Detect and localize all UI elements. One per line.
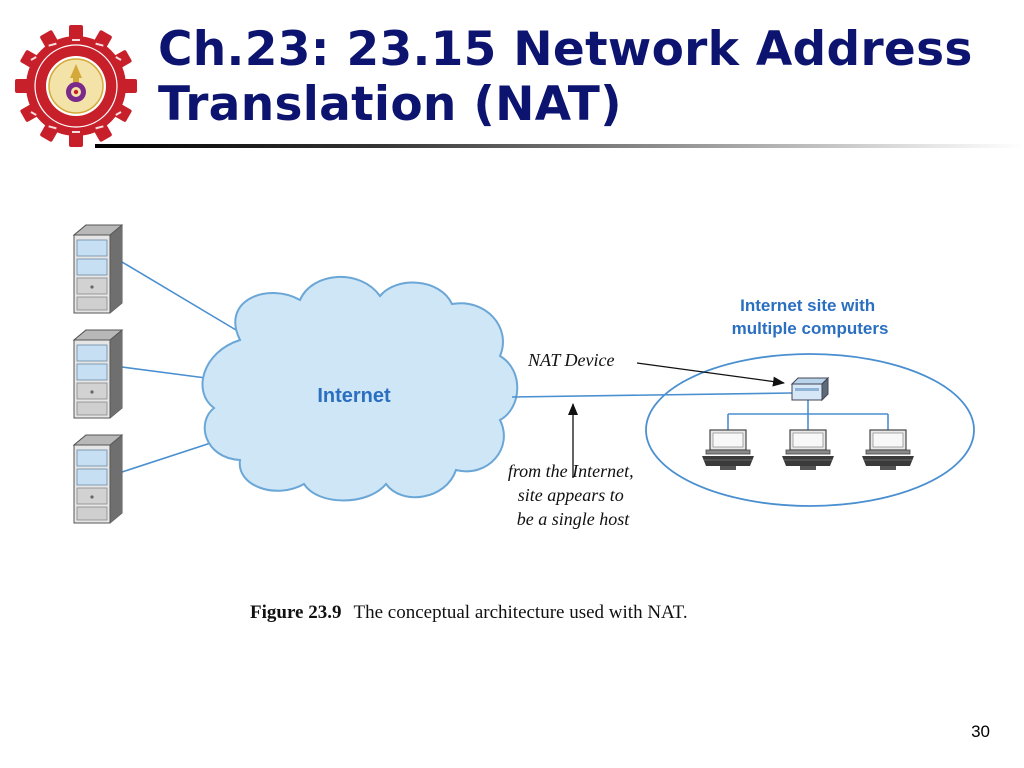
workstation-icon — [781, 429, 835, 471]
lan-links — [727, 400, 889, 430]
single-host-note: from the Internet, site appears to be a … — [508, 461, 638, 529]
server-icon — [73, 224, 123, 314]
nat-device-arrow — [636, 362, 785, 387]
workstation-icon — [701, 429, 755, 471]
figure-number: Figure 23.9 — [250, 602, 342, 623]
title-divider — [95, 144, 1024, 148]
page-number: 30 — [971, 722, 990, 741]
site-boundary — [645, 353, 975, 507]
cloud-icon: Internet — [201, 275, 519, 502]
site-label: Internet site with multiple computers — [732, 296, 889, 338]
figure-caption-text: The conceptual architecture used with NA… — [353, 602, 688, 623]
workstation-icon — [861, 429, 915, 471]
page-title: Ch.23: 23.15 Network Address Translation… — [158, 22, 973, 132]
cloud-label: Internet — [317, 385, 391, 407]
nat-device-label: NAT Device — [527, 350, 614, 370]
router-icon — [790, 376, 830, 402]
logo-gear-icon — [15, 25, 137, 147]
server-icon — [73, 434, 123, 524]
nat-link — [511, 392, 793, 398]
server-icon — [73, 329, 123, 419]
figure-caption: Figure 23.9 The conceptual architecture u… — [250, 602, 688, 624]
